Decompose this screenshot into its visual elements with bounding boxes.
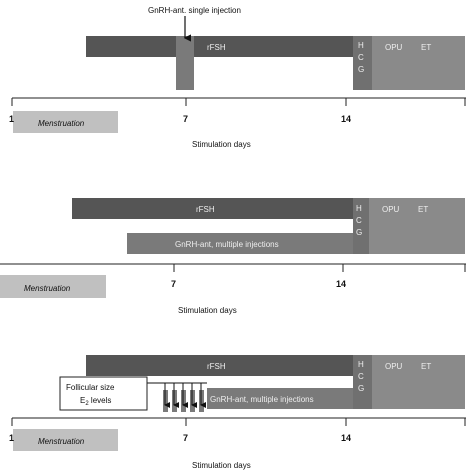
panel-1-tick-label-14: 14	[341, 114, 351, 124]
panel-3-hcg-letter-h: H	[358, 360, 364, 369]
panel-1-menstruation-label: Menstruation	[38, 119, 85, 128]
panel-3-tick-label-7: 7	[183, 433, 188, 443]
panel-2-axis-label: Stimulation days	[178, 306, 237, 315]
panel-1-tick-label-1: 1	[9, 114, 14, 124]
panel-1-axis-label: Stimulation days	[192, 140, 251, 149]
panel-2-rfsh-label: rFSH	[196, 205, 215, 214]
panel-3-hcg-letter-g: G	[358, 384, 364, 393]
panel-3-monitor-box	[59, 376, 148, 411]
panel-3-monitored-injections: rFSH GnRH-ant, multiple injections Folli…	[9, 355, 466, 470]
panel-1-hcg-letter-c: C	[358, 53, 364, 62]
panel-3-monitor-line-2: E2 levels	[80, 396, 111, 407]
panel-1-tick-label-7: 7	[183, 114, 188, 124]
panel-3-et-label: ET	[421, 362, 431, 371]
panel-2-rfsh-bar	[72, 198, 353, 219]
panel-3-tick-label-14: 14	[341, 433, 351, 443]
panel-3-tick-label-1: 1	[9, 433, 14, 443]
panel-3-opu-et-box	[372, 355, 465, 409]
panel-1-hcg-letter-h: H	[358, 41, 364, 50]
panel-2-hcg-letter-h: H	[356, 204, 362, 213]
panel-1-et-label: ET	[421, 43, 431, 52]
panel-3-monitor-subscript: 2	[85, 401, 89, 407]
panel-1-menstruation-bar	[13, 111, 118, 133]
panel-1-antagonist-injection-bar	[176, 36, 194, 90]
panel-1-opu-et-box	[372, 36, 465, 90]
panel-3-opu-label: OPU	[385, 362, 403, 371]
panel-3-monitor-e: E	[80, 396, 85, 405]
panel-2-opu-et-box	[369, 198, 465, 254]
panel-3-antagonist-bar	[207, 388, 353, 409]
panel-3-monitor-levels: levels	[89, 396, 112, 405]
panel-1-rfsh-label: rFSH	[207, 43, 226, 52]
panel-2-hcg-box	[353, 198, 369, 254]
panel-2-et-label: ET	[418, 205, 428, 214]
panel-3-rfsh-bar	[86, 355, 354, 376]
panel-1-single-injection: rFSH GnRH-ant. single injection H C G OP…	[9, 6, 466, 149]
panel-3-axis-label: Stimulation days	[192, 461, 251, 470]
panel-2-menstruation-bar	[0, 275, 106, 298]
panel-3-rfsh-label: rFSH	[207, 362, 226, 371]
panel-2-menstruation-label: Menstruation	[24, 284, 71, 293]
panel-1-hcg-box	[353, 36, 372, 90]
panel-2-multiple-injections: rFSH GnRH-ant, multiple injections H C G…	[0, 198, 466, 315]
panel-3-hcg-letter-c: C	[358, 372, 364, 381]
panel-1-hcg-letter-g: G	[358, 65, 364, 74]
panel-2-tick-label-7: 7	[171, 279, 176, 289]
panel-3-menstruation-label: Menstruation	[38, 437, 85, 446]
panel-2-antagonist-bar	[127, 233, 353, 254]
panel-1-opu-label: OPU	[385, 43, 403, 52]
panel-2-opu-label: OPU	[382, 205, 400, 214]
panel-2-tick-label-14: 14	[336, 279, 346, 289]
panel-3-antagonist-label: GnRH-ant, multiple injections	[210, 395, 314, 404]
panel-3-menstruation-bar	[13, 429, 118, 451]
panel-2-hcg-letter-g: G	[356, 228, 362, 237]
panel-1-injection-annotation: GnRH-ant. single injection	[148, 6, 241, 15]
panel-3-hcg-box	[353, 355, 372, 409]
panel-2-hcg-letter-c: C	[356, 216, 362, 225]
panel-2-antagonist-label: GnRH-ant, multiple injections	[175, 240, 279, 249]
panel-3-injection-arrows	[164, 383, 206, 408]
panel-1-rfsh-bar	[86, 36, 354, 57]
panel-3-monitor-line-1: Follicular size	[66, 383, 115, 392]
